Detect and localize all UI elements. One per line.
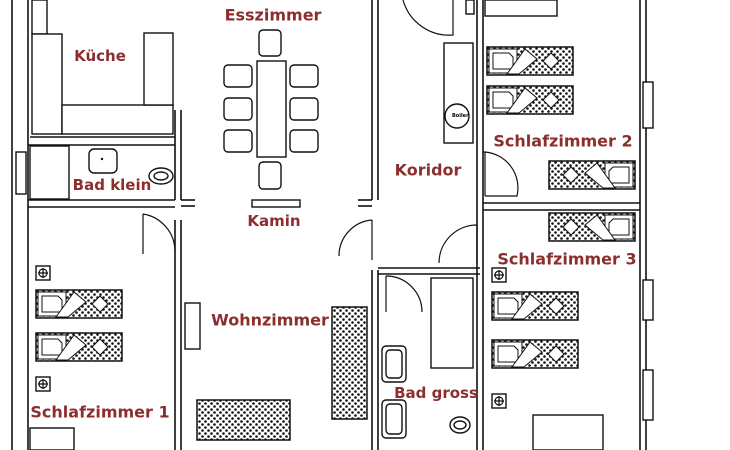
room-label-schlafzimmer-1: Schlafzimmer 1 bbox=[30, 402, 170, 422]
dining-table-chairs bbox=[223, 29, 319, 208]
room-label-bad-gross: Bad gross bbox=[394, 384, 478, 402]
bad-klein-fixtures bbox=[29, 145, 174, 200]
doors bbox=[142, 0, 558, 313]
room-label-esszimmer: Esszimmer bbox=[224, 5, 322, 25]
bad-gross-fixtures bbox=[381, 277, 474, 439]
kitchen-counters bbox=[30, 0, 175, 138]
room-label-kamin: Kamin bbox=[247, 212, 301, 230]
room-label-schlafzimmer-2: Schlafzimmer 2 bbox=[493, 131, 633, 151]
living-furniture bbox=[29, 302, 604, 450]
room-label-bad-klein: Bad klein bbox=[72, 176, 152, 194]
svg-text:Boiler: Boiler bbox=[452, 113, 469, 119]
walls bbox=[11, 0, 654, 450]
room-label-schlafzimmer-3: Schlafzimmer 3 bbox=[497, 249, 637, 269]
room-label-koridor: Koridor bbox=[394, 160, 462, 180]
room-label-wohnzimmer: Wohnzimmer bbox=[211, 310, 329, 330]
kamin-fireplace bbox=[251, 199, 301, 208]
boiler: Boiler bbox=[443, 42, 474, 144]
room-label-kueche: Küche bbox=[74, 47, 126, 65]
beds bbox=[35, 46, 636, 409]
